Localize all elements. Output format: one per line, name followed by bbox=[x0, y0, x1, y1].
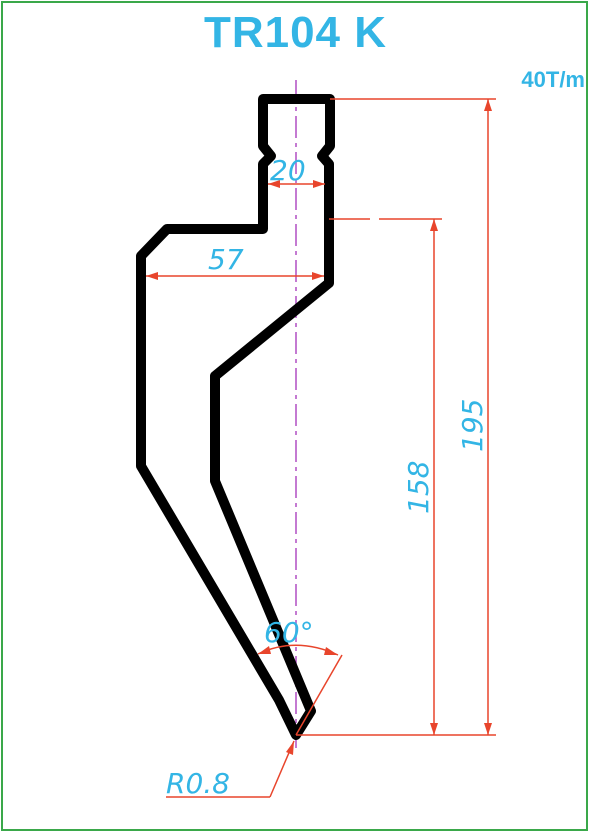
dimension-body-width bbox=[146, 272, 324, 280]
lower-height-value: 158 bbox=[402, 461, 435, 514]
dimension-neck-width bbox=[268, 180, 325, 188]
tip-radius-value: R0.8 bbox=[166, 767, 230, 800]
dimension-total-height bbox=[296, 98, 496, 736]
total-height-value: 195 bbox=[456, 399, 489, 452]
dimension-lower-height bbox=[329, 218, 442, 735]
angle-value: 60° bbox=[264, 616, 314, 649]
neck-width-value: 20 bbox=[270, 154, 306, 187]
dimension-angle bbox=[257, 644, 343, 736]
punch-profile bbox=[136, 94, 335, 740]
body-width-value: 57 bbox=[208, 243, 244, 276]
dimension-tip-radius bbox=[166, 740, 295, 798]
tonnage-label: 40T/m bbox=[521, 67, 585, 92]
tool-title: TR104 K bbox=[203, 8, 388, 57]
